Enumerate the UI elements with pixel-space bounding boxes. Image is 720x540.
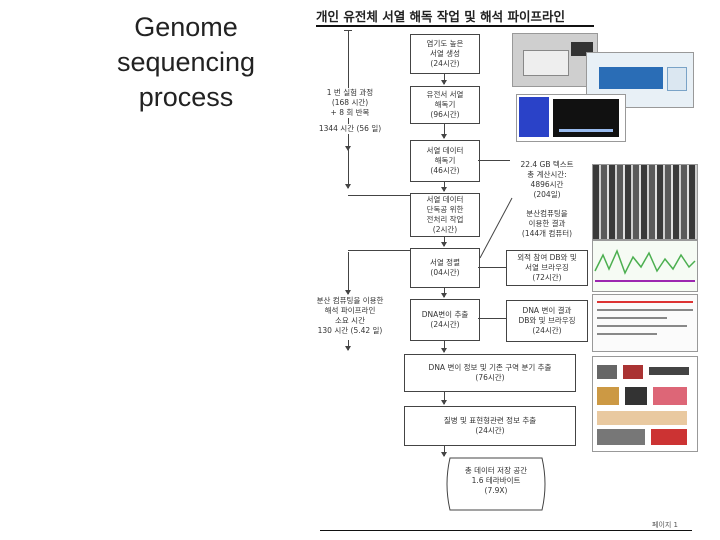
sequencer-photo-1 [512, 33, 598, 87]
flow-box-variant-call: DNA변이 추출 (24시간) [410, 299, 480, 341]
flow-arrow-3 [441, 181, 447, 192]
flow-box-alignment: 서열 정렬 (04시간) [410, 248, 480, 288]
variant-db-screenshot [592, 294, 698, 352]
right-box-distributed: 분산컴퓨팅을 이용한 결과 (144개 컴퓨터) [510, 206, 584, 242]
connector-alignment [478, 267, 506, 268]
right-box-db-browse: 외적 참여 DB와 및 서열 브라우징 (72시간) [506, 250, 588, 286]
flow-box-sequencer: 유전서 서열 해독기 (96시간) [410, 86, 480, 124]
pipeline-bracket-top [348, 250, 412, 251]
flow-arrow-6 [441, 340, 447, 353]
flow-arrow-7 [441, 391, 447, 405]
flow-arrow-4 [441, 236, 447, 247]
document-page: 개인 유전체 서열 해독 작업 및 해석 파이프라인 1 번 실험 과정 (16… [300, 0, 720, 540]
right-box-variant-db: DNA 변이 결과 DB와 및 브라우징 (24시간) [506, 300, 588, 342]
storage-cylinder [446, 457, 546, 511]
timeline-tick [344, 30, 352, 31]
software-screenshot [516, 94, 626, 142]
document-title: 개인 유전체 서열 해독 작업 및 해석 파이프라인 [316, 9, 565, 24]
genome-browser-screenshot [592, 240, 698, 292]
flow-box-data-decode: 서열 데이터 해독기 (46시간) [410, 140, 480, 182]
flow-box-sample-prep: 염기도 높은 서열 생성 (24시간) [410, 34, 480, 74]
slide-title: Genome sequencing process [116, 12, 256, 112]
flow-box-preprocess: 서열 데이터 단독공 위한 전처리 작업 (2시간) [410, 193, 480, 237]
title-rule [316, 25, 594, 27]
experiment-cycle-label: 1 번 실험 과정 (168 시간) + 8 회 반복 [308, 88, 392, 118]
connector-decode [478, 160, 510, 161]
timeline-bracket [348, 195, 412, 196]
flow-arrow-1 [441, 73, 447, 85]
phenotype-images [592, 356, 698, 452]
flow-arrow-8 [441, 445, 447, 457]
pipeline-arrow-lower [345, 340, 351, 351]
timeline-arrow-bottom [345, 136, 351, 189]
flow-box-variant-info: DNA 변이 정보 및 기존 구역 분기 추출 (76시간) [404, 354, 576, 392]
server-rack-photo [592, 164, 698, 240]
flow-arrow-5 [441, 287, 447, 298]
pipeline-arrow [345, 252, 351, 295]
storage-label: 총 데이터 저장 공간 1.6 테라바이트 (7.9X) [464, 466, 528, 495]
flow-box-disease-info: 질병 및 표현형관련 정보 추출 (24시간) [404, 406, 576, 446]
connector-diagonal [479, 197, 513, 259]
footer-rule [320, 530, 692, 531]
right-box-compute-time: 22.4 GB 텍스트 총 계산시간: 4896시간 (204일) [510, 156, 584, 204]
distributed-pipeline-label: 분산 컴퓨팅을 이용한 해석 파이프라인 소요 시간 130 시간 (5.42 … [316, 296, 384, 335]
total-time-label: 1344 시간 (56 일) [306, 124, 394, 134]
page-number: 페이지 1 [652, 521, 678, 529]
connector-variant [478, 318, 506, 319]
flow-arrow-2 [441, 123, 447, 139]
